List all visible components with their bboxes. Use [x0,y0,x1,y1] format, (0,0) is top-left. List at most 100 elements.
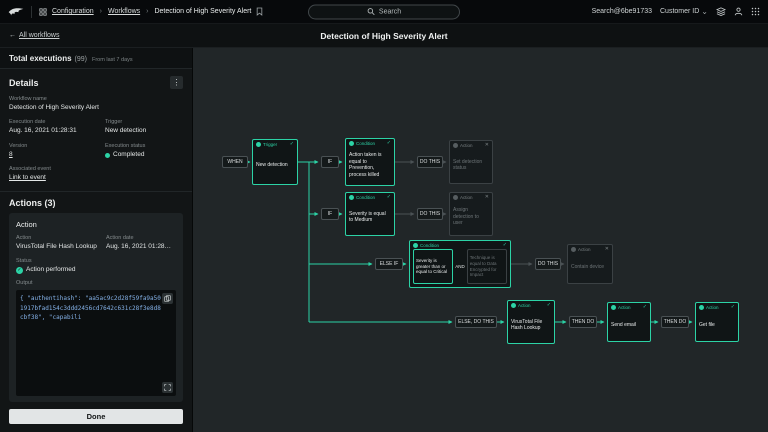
check-icon: ✓ [502,242,507,248]
back-link-label: All workflows [19,32,60,39]
apps-grid-icon[interactable] [751,7,760,16]
condition-node-1-text: Action taken is equal to Prevention, pro… [349,152,382,178]
chevron-down-icon: ⌄ [701,6,708,16]
total-executions-row: Total executions (99) From last 7 days [0,48,192,69]
else-if-pill: ELSE IF [375,258,403,270]
check-icon: ✓ [386,140,391,146]
done-button[interactable]: Done [9,409,183,424]
check-icon: ✓ [546,302,551,308]
action-value: VirusTotal File Hash Lookup [16,242,97,250]
action-date-label: Action date [106,234,134,241]
status-label: Status [16,258,32,265]
copy-output-button[interactable] [162,292,173,304]
details-section: Details ⋮ Workflow name Detection of Hig… [0,69,192,191]
actions-title: Actions (3) [9,197,56,208]
x-icon: ✕ [604,246,609,252]
skipped-action-node-3-text: Contain device [571,263,605,270]
search-icon [367,8,375,16]
user-icon[interactable] [734,7,743,16]
customer-id-label: Customer ID [660,8,700,15]
workflow-canvas[interactable]: WHEN IF DO THIS IF DO THIS ELSE IF DO TH… [193,48,768,432]
status-value: Action performed [26,266,76,274]
skipped-action-node-2[interactable]: Action ✕ Assign detection to user [449,192,493,236]
page-title: Detection of High Severity Alert [320,30,448,41]
condition-node-2-text: Severity is equal to Medium [349,210,386,224]
sub-header-bar: ← All workflows Detection of High Severi… [0,24,768,48]
customer-id-dropdown[interactable]: Customer ID ⌄ [660,6,708,16]
condition-node-2[interactable]: Condition ✓ Severity is equal to Medium [345,192,395,236]
details-title: Details [9,77,39,88]
bookmark-icon[interactable] [256,7,263,16]
trigger-label: Trigger [105,119,123,126]
action-performed-check-icon: ✓ [16,266,23,274]
trigger-node-title: New detection [256,161,288,168]
account-name[interactable]: Search@6be91733 [591,8,652,15]
do-this-pill-2: DO THIS [417,208,443,220]
breadcrumb-configuration[interactable]: Configuration [52,8,94,15]
output-code-block[interactable]: { "authentihash": "aa5ac9c2d28f59fa9a501… [16,289,176,396]
layers-icon[interactable] [716,7,726,16]
skipped-action-node-2-text: Assign detection to user [453,207,479,227]
menu-grid-icon[interactable] [39,7,47,16]
x-icon: ✕ [484,194,489,200]
search-placeholder: Search [378,8,402,15]
skipped-action-node-1[interactable]: Action ✕ Set detection status [449,140,493,184]
do-this-pill-1: DO THIS [417,156,443,168]
topbar-divider [31,5,32,18]
condition-icon [349,141,354,146]
execution-details-sidebar: Total executions (99) From last 7 days D… [0,48,193,432]
action-node-send-email-text: Send email [611,321,637,328]
workflow-name-value: Detection of High Severity Alert [9,104,99,111]
trigger-node[interactable]: Trigger ✓ New detection [252,139,298,185]
check-icon: ✓ [730,304,735,310]
associated-event-label: Associated event [9,166,51,173]
back-arrow-icon: ← [9,32,16,39]
condition-3-left-clause: Severity is greater than or equal to Cri… [413,249,454,284]
details-kebab-menu-button[interactable]: ⋮ [170,76,183,89]
output-json-text: { "authentihash": "aa5ac9c2d28f59fa9a501… [20,294,161,322]
total-executions-count: (99) [74,56,87,63]
skipped-action-node-3[interactable]: Action ✕ Contain device [567,244,613,284]
version-label: Version [9,142,28,149]
action-label: Action [16,234,32,241]
actions-section: Actions (3) Action Action VirusTotal Fil… [0,190,192,402]
falcon-logo-icon[interactable] [8,6,24,17]
if-pill-2: IF [321,208,339,220]
action-node-virustotal-text: VirusTotal File Hash Lookup [511,318,543,332]
expand-output-button[interactable] [162,382,173,393]
workflow-connectors [246,160,693,324]
action-node-send-email[interactable]: Action ✓ Send email [607,302,651,342]
node-type-label: Condition [420,243,440,248]
breadcrumb-separator: › [146,8,149,15]
global-search-input[interactable]: Search [308,4,460,19]
node-type-label: Action [618,305,631,310]
node-type-label: Action [460,195,473,200]
version-link[interactable]: 8 [9,150,13,158]
all-workflows-back-link[interactable]: ← All workflows [9,32,59,39]
condition-node-3[interactable]: Condition ✓ Severity is greater than or … [409,240,511,288]
breadcrumb-workflows[interactable]: Workflows [107,8,141,15]
main-content: Total executions (99) From last 7 days D… [0,48,768,432]
action-card-title: Action [16,219,37,229]
then-do-pill-1: THEN DO [569,316,597,328]
check-icon: ✓ [642,304,647,310]
action-node-virustotal[interactable]: Action ✓ VirusTotal File Hash Lookup [507,300,555,344]
action-icon [453,195,458,200]
status-completed-dot-icon [105,152,110,158]
node-type-label: Action [706,305,719,310]
node-type-label: Action [460,143,473,148]
topbar-left: Configuration › Workflows › Detection of… [8,5,263,18]
workflow-name-label: Workflow name [9,96,47,102]
check-icon: ✓ [386,194,391,200]
associated-event-field: Associated event Link to event [9,166,183,182]
action-card: Action Action VirusTotal File Hash Looku… [9,212,183,402]
condition-node-1[interactable]: Condition ✓ Action taken is equal to Pre… [345,138,395,186]
do-this-pill-3: DO THIS [535,258,561,270]
action-node-get-file[interactable]: Action ✓ Get file [695,302,739,342]
link-to-event[interactable]: Link to event [9,174,46,182]
when-pill: WHEN [222,156,248,168]
if-pill-1: IF [321,156,339,168]
condition-icon [349,195,354,200]
and-operator-label: AND [455,264,465,269]
action-icon [571,247,576,252]
